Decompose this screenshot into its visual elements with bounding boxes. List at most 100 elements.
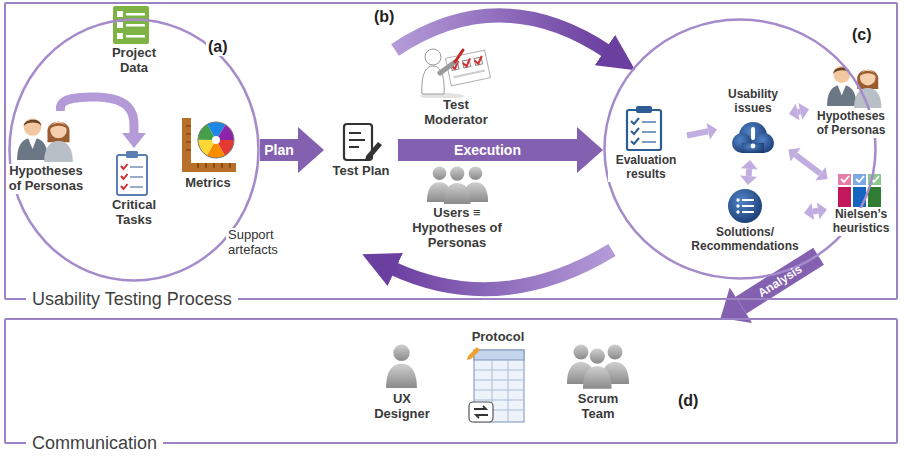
arrow-label: Execution — [454, 143, 521, 157]
users-icon — [444, 166, 471, 204]
protocol-item: Protocol — [462, 330, 534, 426]
scrum-team-icon — [567, 345, 629, 389]
critical-tasks-icon — [121, 164, 128, 189]
metrics-icon — [212, 136, 220, 144]
item-label: Users ≡ Hypotheses of Personas — [405, 206, 509, 251]
heuristics-icon — [838, 187, 851, 207]
personas-icon — [854, 70, 881, 108]
process-band: Project DataHypotheses of PersonasCritic… — [4, 2, 898, 300]
support-artefacts-circle: Project DataHypotheses of PersonasCritic… — [8, 18, 260, 282]
arrow-head — [804, 203, 814, 220]
arrow-label: Plan — [264, 143, 294, 157]
item-label: Protocol — [470, 330, 527, 345]
personas-icon — [827, 66, 856, 106]
critical-tasks-icon — [117, 155, 147, 195]
arrow-label: Analysis — [756, 263, 804, 299]
solutions-icon — [728, 189, 762, 223]
circle-outline — [605, 20, 876, 279]
moderator-figure — [440, 62, 455, 73]
item-label: Solutions/ Recommendations — [689, 226, 801, 254]
moderator-figure — [446, 50, 491, 86]
protocol-icon — [474, 406, 488, 418]
flow-arrow — [687, 123, 717, 140]
moderator-item: Test Moderator — [414, 44, 498, 129]
protocol-icon — [467, 347, 480, 360]
curved-arrow — [60, 97, 146, 148]
item-label: Critical Tasks — [104, 198, 164, 228]
scrum-team-item: Scrum Team — [562, 340, 634, 423]
scrum-team-icon — [583, 349, 612, 389]
evaluation-circle: Evaluation resultsUsability issuesHypoth… — [603, 18, 877, 280]
metrics-icon — [207, 131, 225, 149]
cycle-arrows — [392, 250, 612, 289]
callout-label: (a) — [206, 38, 230, 56]
arrow-head — [741, 160, 758, 170]
arrow-body — [687, 131, 708, 135]
cycle-arrows — [392, 15, 612, 289]
moderator-figure — [425, 49, 441, 65]
solutions-icon — [742, 200, 754, 212]
ux-designer-item: UX Designer — [370, 340, 434, 423]
metrics-icon — [207, 131, 225, 149]
personas-icon — [827, 66, 881, 108]
usability-issues-icon — [742, 143, 764, 153]
heuristics-icon — [853, 174, 866, 185]
project-data-icon — [117, 33, 123, 39]
usability-issues-icon — [751, 127, 755, 140]
project-data-icon — [113, 6, 149, 44]
heuristics-icon — [838, 174, 881, 207]
heuristics-icon — [868, 187, 881, 207]
project-data-icon — [117, 22, 123, 28]
personas-icon — [44, 122, 73, 162]
arrow-head — [707, 123, 718, 140]
band-heading: Communication — [26, 433, 163, 454]
evaluation-results-icon — [631, 118, 639, 144]
plan-arrow — [260, 127, 324, 173]
arrow-head — [788, 148, 800, 162]
solutions-icon — [736, 204, 739, 207]
moderator-figure — [446, 50, 491, 86]
evaluation-results-item: Evaluation results — [608, 104, 684, 183]
protocol-icon — [469, 402, 493, 422]
arrow-head — [298, 127, 324, 173]
flow-arrow — [740, 160, 758, 185]
band-heading: Usability Testing Process — [26, 289, 238, 310]
metrics-icon — [198, 122, 234, 158]
flow-arrow — [789, 103, 809, 120]
arrow-head — [577, 127, 603, 173]
protocol-icon — [467, 347, 524, 422]
critical-tasks-icon — [117, 151, 147, 195]
project-data-icon — [126, 35, 145, 38]
test-plan-icon — [344, 124, 382, 161]
arrow-body — [813, 208, 818, 215]
arrow-head — [122, 133, 146, 148]
cycle-arrows — [395, 15, 608, 52]
evaluation-results-icon — [636, 106, 652, 113]
arrow-head — [817, 202, 827, 219]
arrow-head — [721, 287, 753, 323]
arrow-head — [815, 167, 827, 181]
project-data-icon — [126, 24, 145, 27]
personas-icon — [17, 118, 48, 160]
ux-designer-icon — [386, 345, 417, 388]
heuristics-icon — [838, 174, 851, 185]
item-label: Scrum Team — [562, 392, 634, 422]
project-data-icon — [113, 6, 149, 44]
flow-arrow — [804, 202, 827, 220]
project-data-icon — [126, 13, 145, 16]
callout-label: (d) — [676, 392, 700, 410]
evaluation-results-icon — [627, 110, 661, 150]
metrics-icon — [182, 118, 236, 172]
ux-designer-icon — [386, 345, 417, 388]
users-icon — [427, 166, 488, 204]
heuristics-item: Nielsen’s heuristics — [830, 172, 892, 237]
item-label: Nielsen’s heuristics — [830, 208, 892, 236]
usability-issues-icon — [732, 122, 774, 153]
item-label: Usability issues — [720, 88, 786, 116]
arrow-body — [746, 169, 753, 176]
arrow-body — [260, 139, 298, 161]
protocol-icon — [474, 350, 524, 360]
project-data-item: Project Data — [106, 4, 162, 77]
test-plan-item: Test Plan — [326, 120, 396, 180]
